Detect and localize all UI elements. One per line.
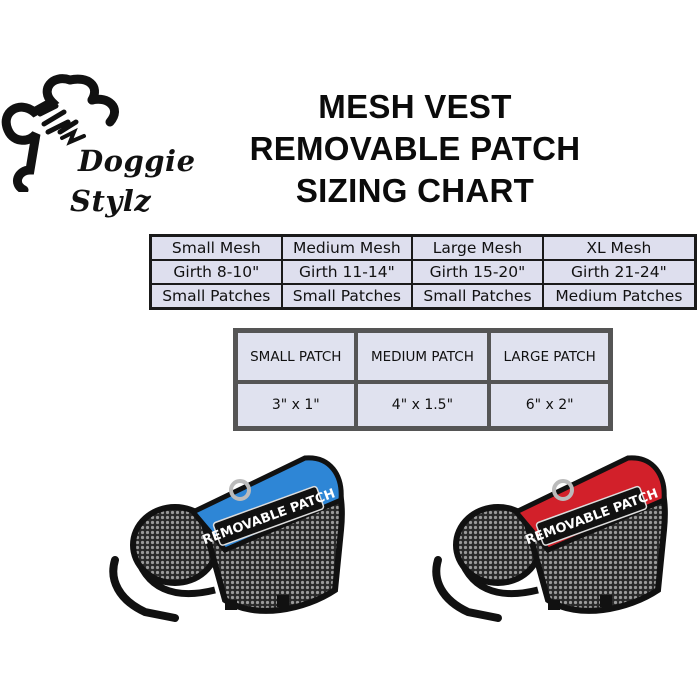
brand-name-line2: Stylz [70, 184, 152, 218]
mesh-size-table: Small Mesh Medium Mesh Large Mesh XL Mes… [149, 234, 697, 310]
brand-name-line1: Doggie [78, 144, 196, 178]
table-cell: XL Mesh [542, 236, 695, 260]
table-cell: 4" x 1.5" [355, 382, 490, 428]
table-header-cell: MEDIUM PATCH [355, 331, 490, 382]
table-row: Small Mesh Medium Mesh Large Mesh XL Mes… [151, 236, 695, 260]
table-cell: 3" x 1" [236, 382, 356, 428]
table-cell: Medium Mesh [281, 236, 413, 260]
table-cell: Girth 11-14" [281, 260, 413, 284]
table-cell: Small Mesh [151, 236, 282, 260]
patch-size-table: SMALL PATCH MEDIUM PATCH LARGE PATCH 3" … [233, 328, 613, 431]
table-cell: Small Patches [151, 284, 282, 308]
table-cell: Small Patches [412, 284, 543, 308]
red-vest-image: REMOVABLE PATCH [432, 455, 668, 622]
logo: Doggie Stylz [0, 72, 205, 222]
table-row: 3" x 1" 4" x 1.5" 6" x 2" [236, 382, 610, 428]
table-cell: Small Patches [281, 284, 413, 308]
table-row: Small Patches Small Patches Small Patche… [151, 284, 695, 308]
table-cell: Medium Patches [542, 284, 695, 308]
table-cell: Large Mesh [412, 236, 543, 260]
page-title: MESH VEST REMOVABLE PATCH SIZING CHART [225, 86, 605, 212]
table-cell: Girth 21-24" [542, 260, 695, 284]
table-header-cell: LARGE PATCH [489, 331, 610, 382]
bone-logo-icon [1, 74, 119, 192]
title-line1: MESH VEST [318, 88, 512, 125]
table-header-cell: SMALL PATCH [236, 331, 356, 382]
blue-vest-image: REMOVABLE PATCH [109, 455, 345, 622]
table-cell: Girth 8-10" [151, 260, 282, 284]
table-cell: Girth 15-20" [412, 260, 543, 284]
title-line3: SIZING CHART [295, 172, 535, 209]
table-row: Girth 8-10" Girth 11-14" Girth 15-20" Gi… [151, 260, 695, 284]
title-line2: REMOVABLE PATCH [249, 130, 581, 167]
table-header-row: SMALL PATCH MEDIUM PATCH LARGE PATCH [236, 331, 610, 382]
table-cell: 6" x 2" [489, 382, 610, 428]
